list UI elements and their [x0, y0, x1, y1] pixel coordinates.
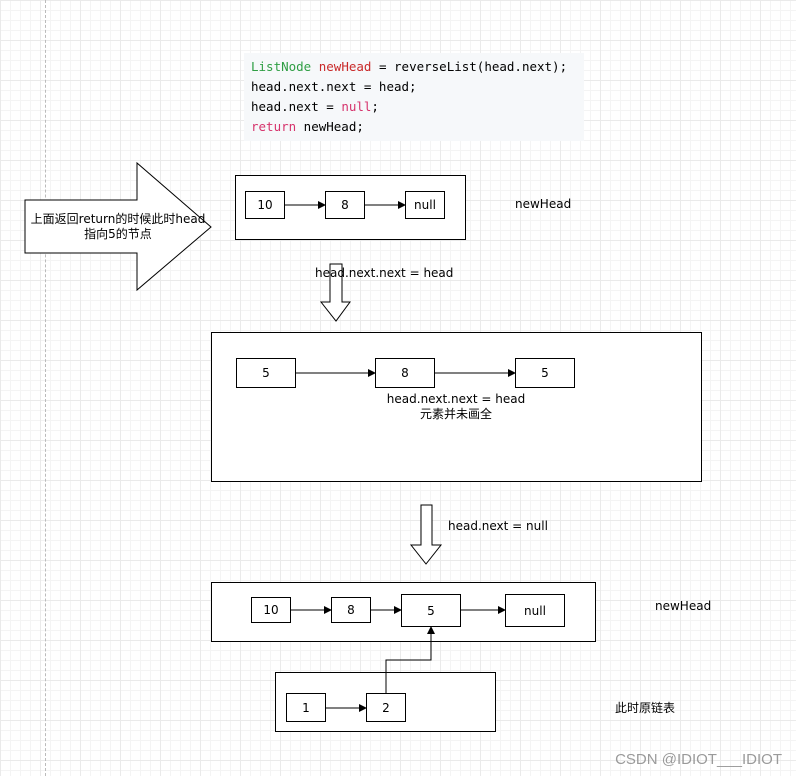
step2-node: 5: [236, 358, 296, 388]
side-arrow-text: 上面返回return的时候此时head 指向5的节点: [28, 212, 208, 242]
code-text: head.next =: [251, 99, 342, 114]
step3-node: 8: [331, 597, 371, 623]
code-text: ;: [371, 99, 379, 114]
transition-1-label: head.next.next = head: [315, 266, 454, 280]
code-line-4: return newHead;: [251, 117, 584, 137]
watermark: CSDN @IDIOT___IDIOT: [615, 751, 782, 768]
code-variable: newHead: [318, 59, 372, 74]
step2-note-line-1: head.next.next = head: [386, 392, 526, 406]
transition-2-label: head.next = null: [448, 519, 548, 533]
code-block: ListNode newHead = reverseList(head.next…: [244, 53, 584, 141]
big-right-arrow-shape: [24, 161, 212, 292]
down-arrow-1-shape: [319, 263, 351, 322]
step1-newhead-label: newHead: [515, 197, 572, 211]
code-text: newHead;: [296, 119, 364, 134]
code-type-keyword: ListNode: [251, 59, 312, 74]
edge-2-to-5: [385, 626, 435, 693]
code-return-keyword: return: [251, 119, 297, 134]
code-text: = reverseList(head.next);: [371, 59, 568, 74]
step3-node: 5: [401, 594, 461, 627]
step1-node: 10: [245, 191, 285, 219]
code-line-2: head.next.next = head;: [251, 79, 417, 94]
step2-node: 5: [515, 358, 575, 388]
code-line-1: ListNode newHead = reverseList(head.next…: [251, 57, 584, 77]
vertical-guide-line: [45, 0, 46, 776]
side-arrow-text-line-2: 指向5的节点: [84, 227, 152, 241]
step2-note: head.next.next = head 元素并未画全: [366, 392, 546, 422]
step3-node: 10: [251, 597, 291, 623]
step2-container: [211, 332, 702, 482]
side-arrow-text-line-1: 上面返回return的时候此时head: [30, 212, 206, 226]
step2-node: 8: [375, 358, 435, 388]
step3-newhead-label: newHead: [655, 599, 712, 613]
step3-node-null: null: [505, 594, 565, 627]
code-line-3: head.next = null;: [251, 97, 584, 117]
original-list-label: 此时原链表: [615, 701, 676, 715]
original-node: 1: [286, 693, 326, 722]
original-node: 2: [366, 693, 406, 722]
code-null-keyword: null: [341, 99, 372, 114]
down-arrow-2-shape: [409, 504, 443, 565]
step1-node-null: null: [405, 191, 445, 219]
step1-node: 8: [325, 191, 365, 219]
step2-note-line-2: 元素并未画全: [419, 407, 492, 421]
